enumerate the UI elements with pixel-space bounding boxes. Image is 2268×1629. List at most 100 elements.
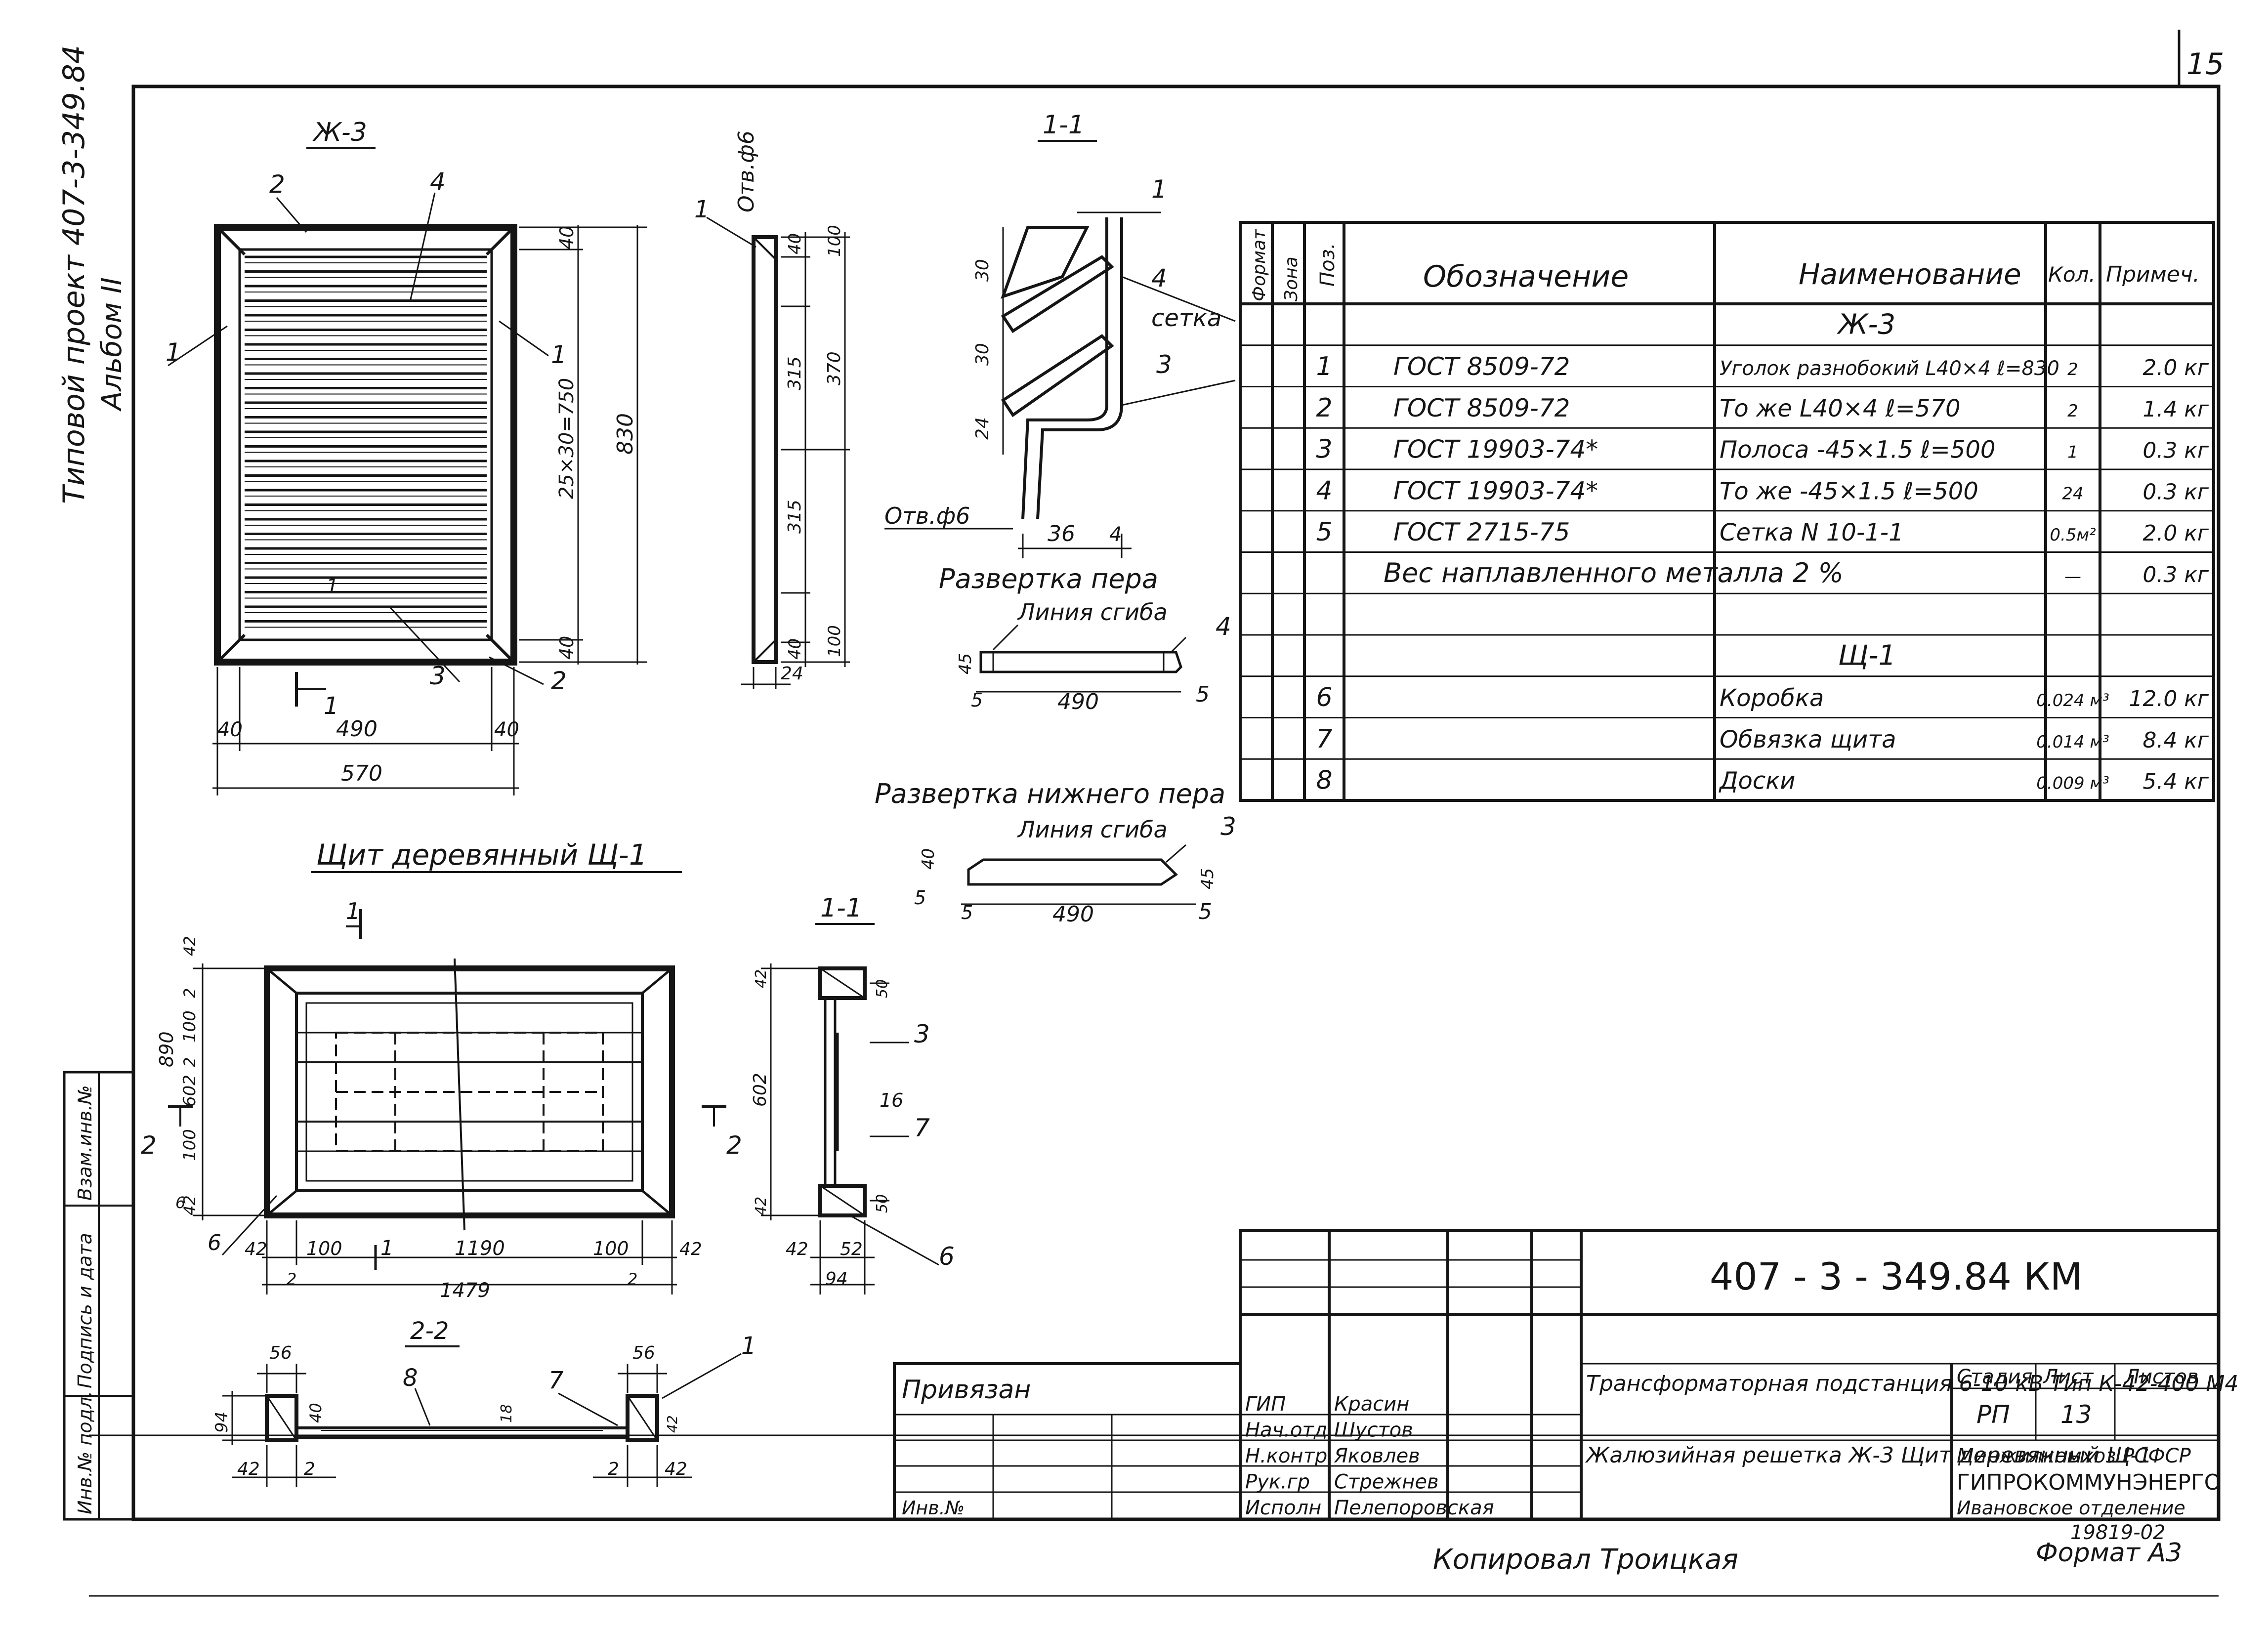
- spec-cell-qty: 0.014 м³: [2036, 732, 2109, 752]
- shield-front-view: Щит деревянный Щ-1 1 2 2 6 1: [141, 838, 742, 1302]
- lower-feather-dim-5b: 5: [961, 902, 973, 923]
- s22-dim-18: 18: [498, 1404, 515, 1423]
- detail-callout-4: 4: [1151, 264, 1167, 292]
- spec-row: Вес наплавленного металла 2 %—0.3 кг: [1384, 557, 2209, 588]
- spec-cell-name: Коробка: [1720, 684, 1824, 712]
- tb-role: Исполн: [1245, 1497, 1321, 1519]
- spec-cell-qty: 2: [2067, 401, 2078, 421]
- spec-cell-designation: Вес наплавленного металла 2 %: [1384, 557, 1844, 588]
- stamp-replaced-inv: Взам.инв.№: [74, 1085, 96, 1201]
- zh3-callout-1-right: 1: [551, 340, 567, 369]
- stamp-inv-orig: Инв.№ подл.: [74, 1391, 96, 1514]
- s22-callout-1: 1: [741, 1332, 756, 1360]
- detail-callout-3: 3: [1156, 350, 1172, 379]
- shield-section-1-1: 1-1 42 602 42 50 3 16 7 50 6 42: [750, 893, 955, 1295]
- shield-dim-42-top: 42: [180, 936, 199, 956]
- sec-dim-370: 370: [824, 351, 844, 385]
- feather-dim-5a: 5: [971, 689, 983, 711]
- spec-cell-qty: 2: [2067, 360, 2078, 379]
- th-name: Наименование: [1799, 257, 2021, 291]
- zh3-dim-25x30: 25×30=750: [555, 378, 578, 499]
- shield-title: Щит деревянный Щ-1: [316, 838, 647, 872]
- specification-table: Формат Зона Поз. Обозначение Наименовани…: [1239, 221, 2215, 802]
- spec-cell-designation: ГОСТ 8509-72: [1393, 394, 1570, 422]
- project-title: Типовой проект 407-3-349.84: [57, 45, 91, 504]
- spec-cell-designation: ГОСТ 19903-74*: [1393, 476, 1598, 505]
- format-label: Формат А3: [2036, 1538, 2182, 1568]
- tb-name: Красин: [1334, 1393, 1409, 1416]
- spec-cell-designation: ГОСТ 8509-72: [1393, 352, 1570, 381]
- spec-cell-name: Щ-1: [1838, 639, 1896, 671]
- zh3-hole-label: Отв.ф6: [734, 130, 759, 212]
- detail-dim-4: 4: [1109, 523, 1122, 546]
- zh3-cut-mark-1: 1: [324, 692, 339, 720]
- shield-dim-2-top: 2: [180, 988, 199, 998]
- shield-dim-2-left: 2: [287, 1270, 296, 1289]
- shield-dim-100-right: 100: [593, 1238, 629, 1259]
- shsec-dim-42-top: 42: [753, 969, 770, 988]
- section-2-2-title: 2-2: [410, 1317, 449, 1345]
- zh3-title: Ж-3: [312, 118, 367, 147]
- shield-cut-1-top: 1: [346, 898, 360, 924]
- shsec-callout-3: 3: [914, 1020, 930, 1048]
- shield-dim-1190: 1190: [455, 1237, 505, 1260]
- detail-dim-36: 36: [1048, 521, 1075, 546]
- s22-dim-56-left: 56: [269, 1343, 292, 1363]
- tb-role: ГИП: [1245, 1393, 1286, 1416]
- detail-mesh-label: сетка: [1151, 304, 1221, 332]
- sec-dim-315-top: 315: [785, 356, 805, 390]
- th-zone: Зона: [1281, 256, 1302, 301]
- th-designation: Обозначение: [1423, 259, 1629, 294]
- spec-cell-pos: 3: [1316, 435, 1332, 464]
- lower-feather-dim-5c: 5: [1198, 899, 1212, 924]
- s22-dim-56-right: 56: [632, 1343, 655, 1363]
- zh3-section-callout-1: 1: [694, 196, 710, 223]
- spec-row: Ж-3: [1837, 308, 1895, 340]
- s22-callout-8: 8: [403, 1364, 418, 1392]
- spec-cell-designation: ГОСТ 2715-75: [1393, 518, 1570, 546]
- sec-dim-100-top: 100: [825, 225, 844, 257]
- sec-dim-24: 24: [781, 664, 803, 684]
- spec-cell-note: 0.3 кг: [2142, 479, 2209, 504]
- shield-dim-602: 602: [180, 1075, 200, 1107]
- shsec-dim-16: 16: [880, 1089, 903, 1111]
- spec-cell-pos: 4: [1316, 476, 1332, 505]
- tb-name: Стрежнев: [1334, 1471, 1439, 1494]
- lower-feather-dim-5a: 5: [914, 887, 926, 909]
- shield-cut-2-right: 2: [726, 1131, 742, 1160]
- sheet-value: 13: [2060, 1400, 2092, 1429]
- shsec-dim-94: 94: [825, 1269, 848, 1289]
- tb-name: Пелепоровская: [1334, 1497, 1494, 1519]
- zh3-dim-570: 570: [341, 761, 382, 786]
- spec-cell-qty: 24: [2062, 484, 2083, 503]
- spec-cell-qty: 0.5м²: [2050, 525, 2096, 545]
- spec-cell-pos: 6: [1316, 683, 1332, 712]
- spec-cell-note: 5.4 кг: [2142, 769, 2209, 794]
- shield-callout-6: 6: [208, 1230, 221, 1255]
- privyazan-label: Привязан: [902, 1375, 1031, 1405]
- s22-dim-42-52: 42: [664, 1415, 680, 1433]
- spec-cell-pos: 2: [1316, 393, 1332, 423]
- spec-cell-name: Полоса -45×1.5 ℓ=500: [1720, 436, 1995, 464]
- sheet-title: Жалюзийная решетка Ж-3 Щит деревянный Щ-…: [1585, 1443, 2152, 1468]
- object-title: Трансформаторная подстанция 6-10 кВ Тип …: [1586, 1371, 2238, 1396]
- feather-unfold: Развертка пера Линия сгиба 4 45 5 490 5: [939, 563, 1231, 714]
- shield-dim-100-left: 100: [306, 1238, 342, 1259]
- spec-cell-note: 0.3 кг: [2142, 438, 2209, 463]
- zh3-front-view: Ж-3 1 2 4 1 1 1 3 2: [166, 118, 647, 795]
- zh3-callout-2-bottom: 2: [551, 667, 567, 695]
- s22-dim-2-right: 2: [608, 1459, 619, 1479]
- s22-dim-42-left: 42: [237, 1459, 260, 1479]
- spec-cell-note: 1.4 кг: [2142, 397, 2209, 422]
- spec-cell-pos: 7: [1316, 724, 1332, 754]
- lower-feather-bend-line: Линия сгиба: [1017, 816, 1168, 843]
- spec-cell-name: Доски: [1719, 767, 1795, 795]
- zh3-callout-3: 3: [430, 662, 446, 690]
- feather-unfold-title: Развертка пера: [939, 563, 1158, 594]
- shsec-dim-52: 52: [840, 1239, 863, 1259]
- spec-cell-note: 12.0 кг: [2129, 686, 2209, 711]
